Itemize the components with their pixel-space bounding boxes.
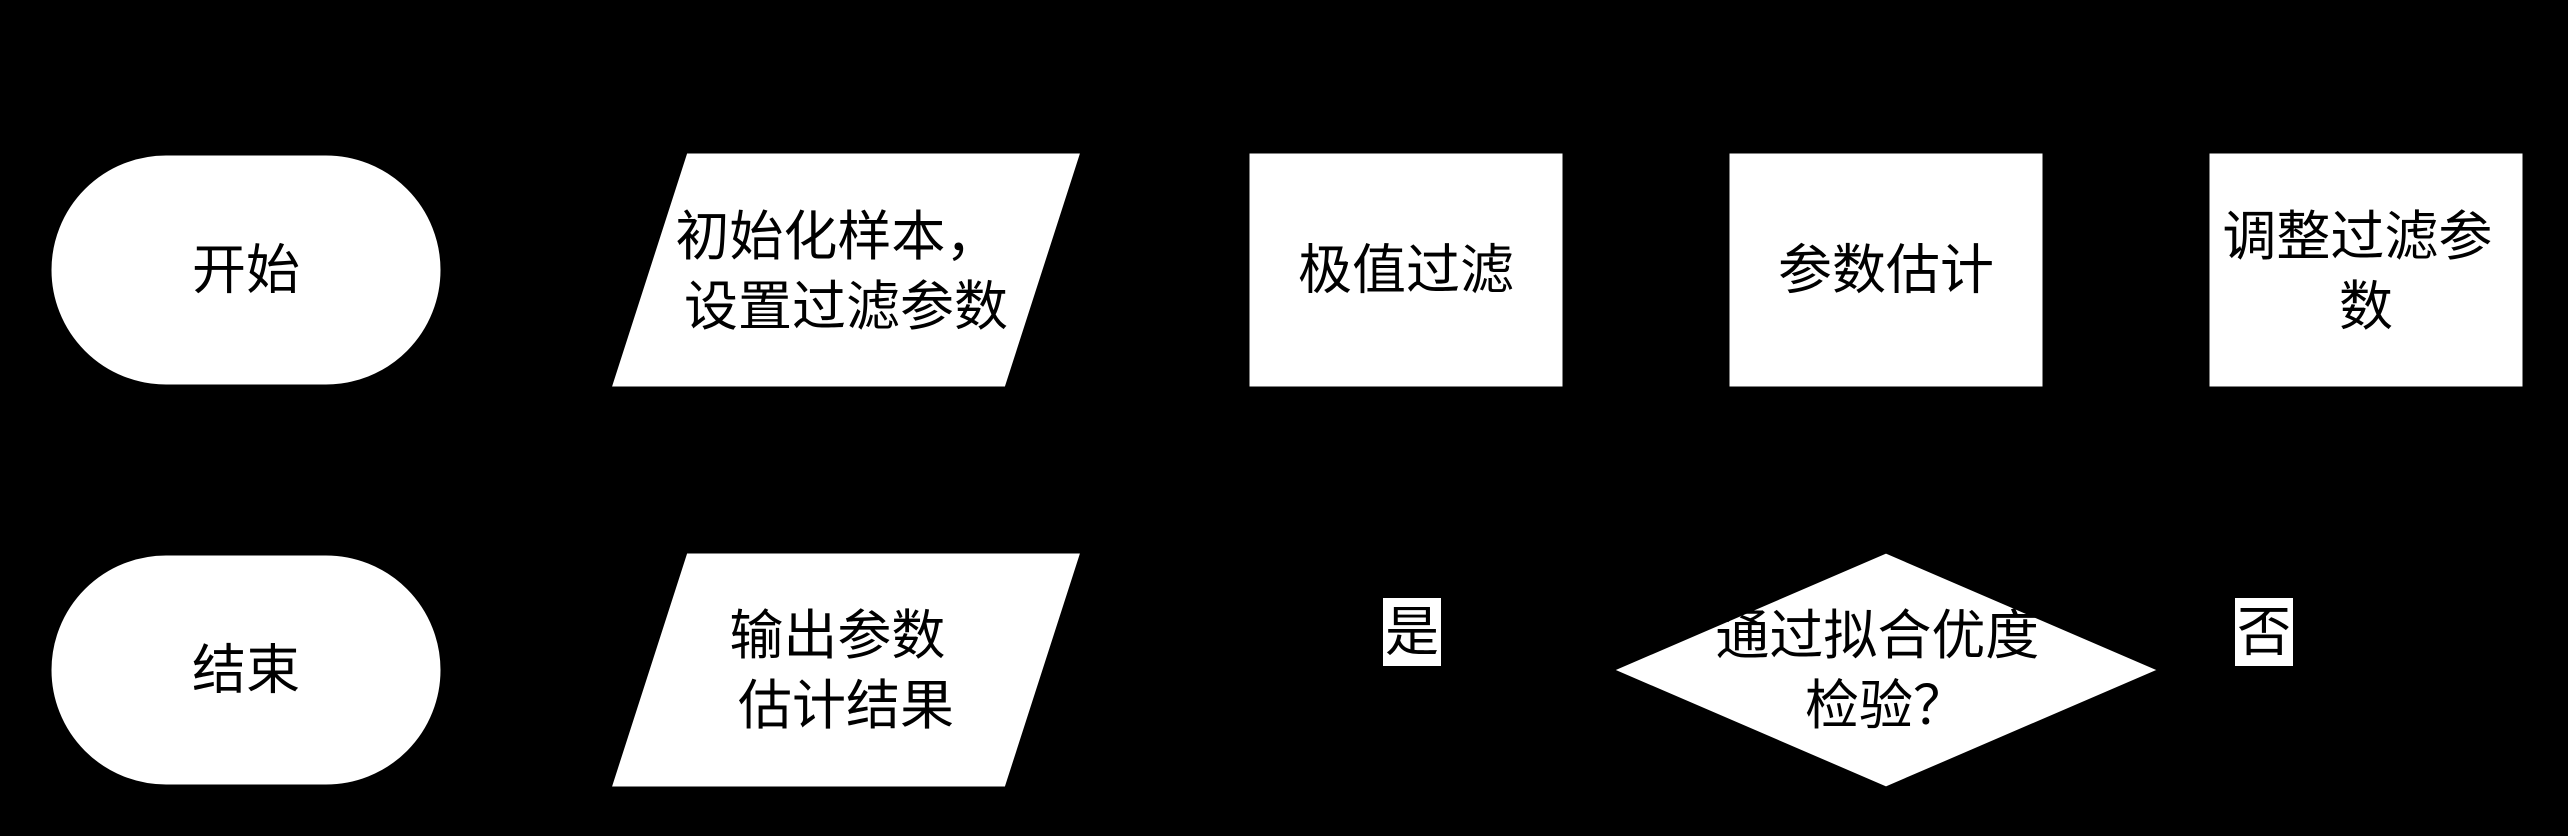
filter-label: 极值过滤 bbox=[1298, 239, 1514, 302]
output-label-line-2: 估计结果 bbox=[738, 674, 954, 737]
filter-node: 极值过滤 bbox=[1246, 150, 1566, 390]
init-label-line-2: 设置过滤参数 bbox=[684, 275, 1008, 338]
init-label-line-1: 初始化样本， bbox=[675, 205, 999, 268]
output-node: 输出参数 估计结果 bbox=[607, 550, 1085, 790]
branch-yes-label: 是 bbox=[1385, 601, 1439, 664]
branch-yes: 是 bbox=[1383, 598, 1441, 666]
end-node: 结束 bbox=[48, 552, 444, 788]
init-label: 初始化样本， 设置过滤参数 bbox=[675, 205, 1016, 338]
end-label: 结束 bbox=[192, 639, 300, 702]
start-label: 开始 bbox=[192, 239, 300, 302]
test-decision-node: 通过拟合优度 检验？ bbox=[1608, 550, 2164, 790]
start-node: 开始 bbox=[48, 152, 444, 388]
output-label: 输出参数 估计结果 bbox=[729, 604, 962, 737]
test-label-line-1: 通过拟合优度 bbox=[1715, 604, 2039, 667]
test-label-line-2: 检验？ bbox=[1805, 674, 1967, 737]
output-label-line-1: 输出参数 bbox=[729, 604, 945, 667]
test-label: 通过拟合优度 检验？ bbox=[1715, 604, 2056, 737]
estimate-node: 参数估计 bbox=[1726, 150, 2046, 390]
estimate-label: 参数估计 bbox=[1778, 239, 1994, 302]
adjust-label-line-2: 数 bbox=[2339, 275, 2393, 338]
adjust-node: 调整过滤参 数 bbox=[2206, 150, 2526, 390]
init-node: 初始化样本， 设置过滤参数 bbox=[607, 150, 1085, 390]
branch-no: 否 bbox=[2235, 598, 2293, 666]
adjust-label-line-1: 调整过滤参 bbox=[2222, 205, 2492, 268]
adjust-label: 调整过滤参 数 bbox=[2222, 205, 2509, 338]
branch-no-label: 否 bbox=[2237, 601, 2291, 664]
